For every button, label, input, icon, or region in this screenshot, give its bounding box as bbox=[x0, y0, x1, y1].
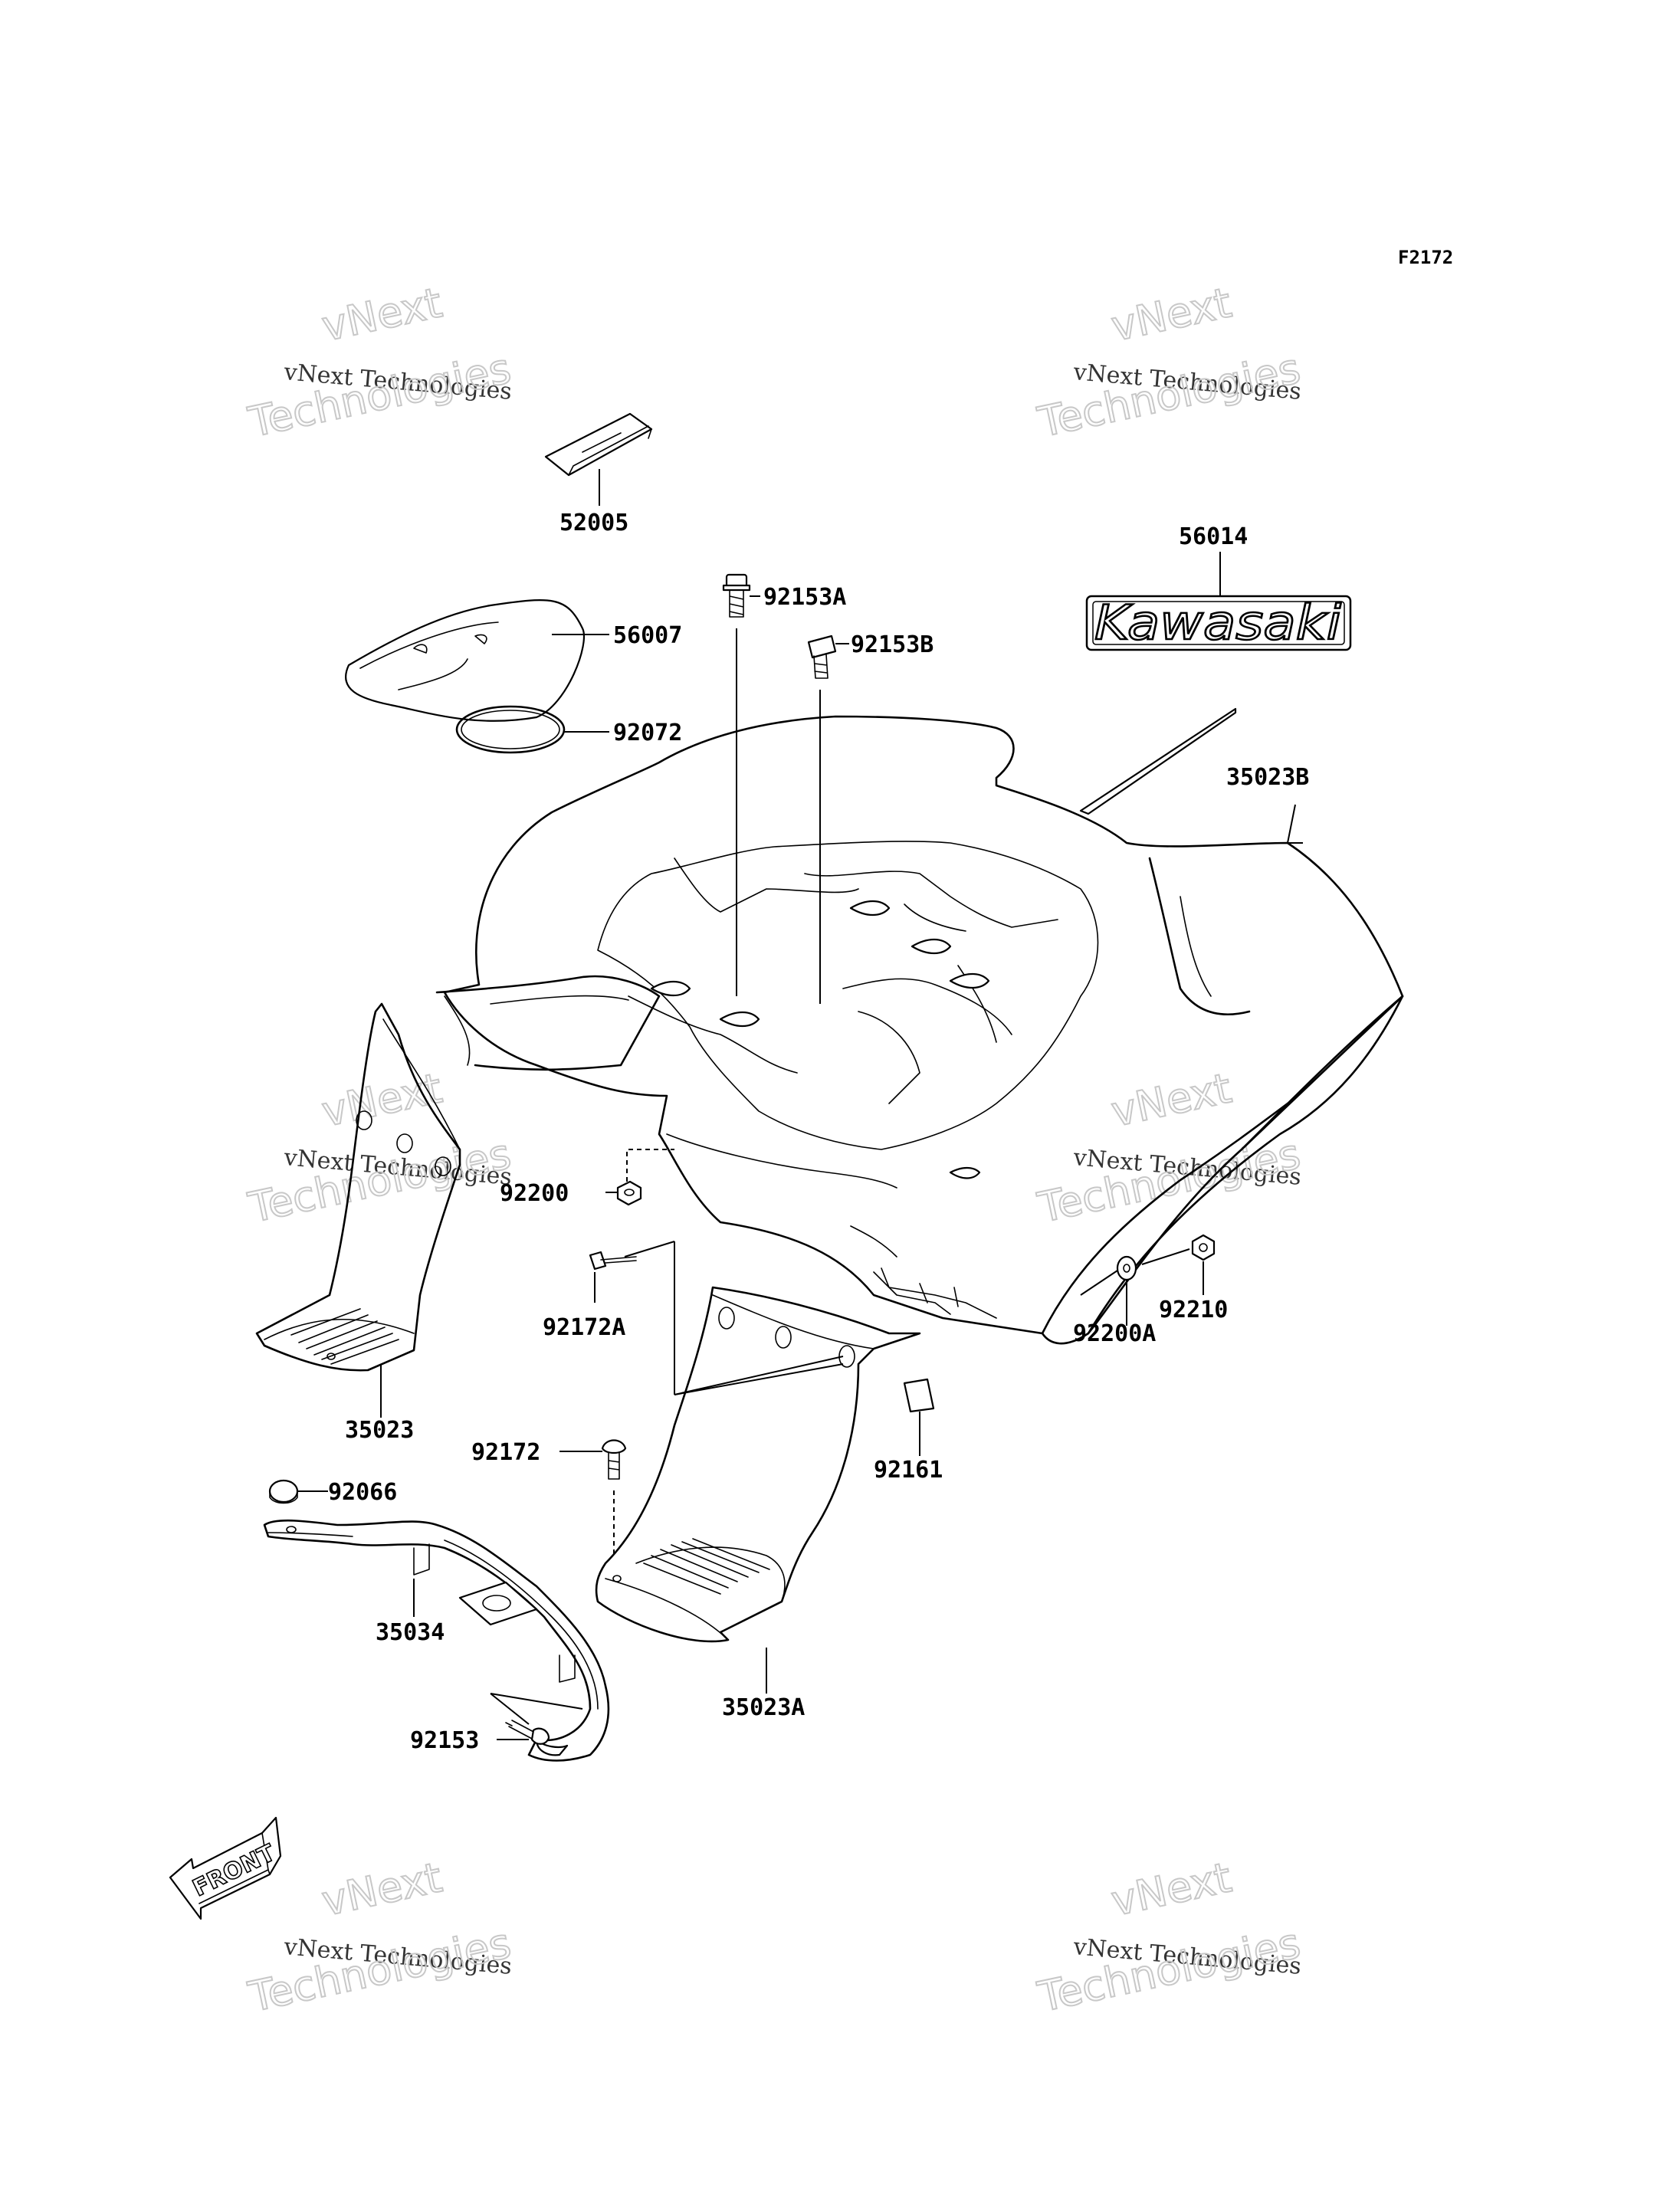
label-92153: 92153 bbox=[410, 1727, 479, 1754]
part-35023b-fender bbox=[435, 707, 1404, 1345]
screw-92172a-icon bbox=[589, 1241, 675, 1395]
label-56014: 56014 bbox=[1179, 523, 1248, 550]
figure-code: F2172 bbox=[1398, 247, 1453, 268]
part-52005-drawing bbox=[544, 412, 653, 506]
label-92200a: 92200A bbox=[1073, 1320, 1156, 1347]
label-56007: 56007 bbox=[613, 622, 682, 649]
label-35034: 35034 bbox=[376, 1619, 445, 1646]
bolt-92153b-icon bbox=[807, 635, 849, 1004]
screw-92172-icon bbox=[559, 1439, 627, 1556]
watermark-top-text: vNext bbox=[1107, 278, 1235, 350]
label-52005: 52005 bbox=[559, 510, 628, 536]
label-92072: 92072 bbox=[613, 720, 682, 746]
label-35023b: 35023B bbox=[1226, 764, 1309, 791]
bolt-92153a-icon bbox=[722, 573, 760, 996]
part-35023a-footrest bbox=[595, 1286, 921, 1694]
watermark-5: vNext vNext Technologies Technologies bbox=[244, 1852, 516, 2022]
part-92161-drawing bbox=[903, 1378, 935, 1456]
watermark-top-text: vNext bbox=[318, 1853, 446, 1925]
nut-92200-icon bbox=[605, 1149, 674, 1206]
front-direction-arrow-icon: FRONT bbox=[169, 1816, 282, 1920]
part-92072-drawing bbox=[455, 705, 609, 754]
label-92172a: 92172A bbox=[543, 1314, 625, 1341]
nut-92210-icon bbox=[1141, 1234, 1216, 1295]
label-92210: 92210 bbox=[1159, 1297, 1228, 1323]
washer-92200a-icon bbox=[1080, 1255, 1137, 1326]
label-35023: 35023 bbox=[345, 1417, 414, 1444]
watermark-4: vNext vNext Technologies Technologies bbox=[1033, 1063, 1305, 1233]
watermark-2: vNext vNext Technologies Technologies bbox=[1033, 277, 1305, 448]
watermark-top-text: vNext bbox=[1107, 1064, 1235, 1136]
label-92172: 92172 bbox=[471, 1439, 540, 1466]
label-35023a: 35023A bbox=[722, 1694, 805, 1721]
label-92161: 92161 bbox=[874, 1457, 943, 1484]
label-92153b: 92153B bbox=[851, 631, 934, 658]
watermark-3: vNext vNext Technologies Technologies bbox=[244, 1063, 516, 1233]
part-35034-bracket bbox=[263, 1519, 610, 1762]
logo-text: Kawasaki bbox=[1094, 595, 1341, 651]
watermark-top-text: vNext bbox=[1107, 1853, 1235, 1925]
cap-92066-icon bbox=[268, 1479, 328, 1504]
label-92200: 92200 bbox=[500, 1180, 569, 1207]
part-35023-footrest bbox=[255, 1002, 461, 1418]
watermark-top-text: vNext bbox=[318, 278, 446, 350]
label-92066: 92066 bbox=[328, 1479, 397, 1506]
watermark-6: vNext vNext Technologies Technologies bbox=[1033, 1852, 1305, 2022]
label-92153a: 92153A bbox=[763, 584, 846, 611]
kawasaki-logo: Kawasaki bbox=[1085, 552, 1352, 651]
bolt-92153-icon bbox=[490, 1693, 583, 1745]
part-56007-drawing bbox=[344, 599, 609, 722]
watermark-1: vNext vNext Technologies Technologies bbox=[244, 277, 516, 448]
